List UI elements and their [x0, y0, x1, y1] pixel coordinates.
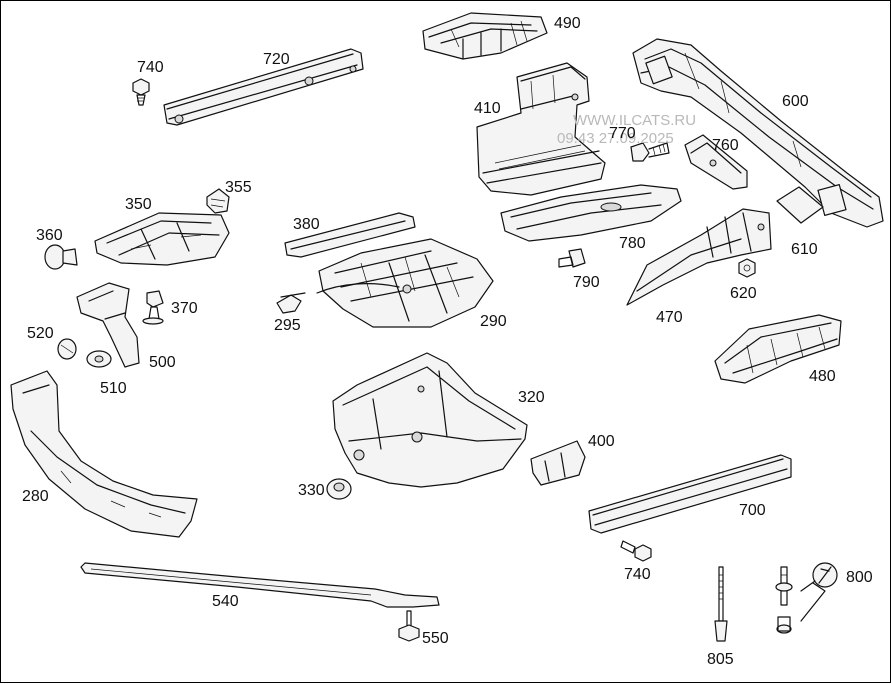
part-760-bracket[interactable] — [684, 134, 748, 190]
callout-740-top[interactable]: 740 — [137, 59, 164, 76]
part-380-strip[interactable] — [284, 212, 416, 258]
callout-470[interactable]: 470 — [656, 309, 683, 326]
callout-780[interactable]: 780 — [619, 235, 646, 252]
watermark-line1: WWW.ILCATS.RU — [573, 112, 697, 129]
part-480-bracket[interactable] — [714, 314, 842, 384]
part-355-clip[interactable] — [206, 188, 230, 214]
callout-380[interactable]: 380 — [293, 216, 320, 233]
callout-295[interactable]: 295 — [274, 317, 301, 334]
part-410-panel[interactable] — [476, 62, 606, 196]
watermark-line2: 09.43 27.09.2025 — [557, 130, 674, 147]
callout-700[interactable]: 700 — [739, 502, 766, 519]
part-720-rail[interactable] — [163, 48, 364, 126]
part-700-rail[interactable] — [588, 454, 792, 534]
callout-480[interactable]: 480 — [809, 368, 836, 385]
part-490-bracket[interactable] — [422, 12, 548, 60]
callout-600[interactable]: 600 — [782, 93, 809, 110]
callout-360[interactable]: 360 — [36, 227, 63, 244]
callout-490[interactable]: 490 — [554, 15, 581, 32]
part-500-bracket[interactable] — [76, 282, 140, 368]
wrench-icon — [800, 562, 838, 622]
callout-350[interactable]: 350 — [125, 196, 152, 213]
callout-320[interactable]: 320 — [518, 389, 545, 406]
callout-800[interactable]: 800 — [846, 569, 873, 586]
callout-500[interactable]: 500 — [149, 354, 176, 371]
arrow-295-290 — [316, 283, 400, 294]
part-330-plug[interactable] — [326, 478, 352, 500]
callout-550[interactable]: 550 — [422, 630, 449, 647]
part-805-stud[interactable] — [714, 566, 728, 642]
part-360-plug[interactable] — [44, 244, 78, 270]
callout-610[interactable]: 610 — [791, 241, 818, 258]
callout-540[interactable]: 540 — [212, 593, 239, 610]
part-790-bolt[interactable] — [558, 248, 586, 268]
part-320-floor-tray[interactable] — [332, 352, 528, 488]
callout-370[interactable]: 370 — [171, 300, 198, 317]
part-550-screw[interactable] — [398, 610, 420, 642]
callout-620[interactable]: 620 — [730, 285, 757, 302]
part-510-washer[interactable] — [86, 350, 112, 368]
callout-510[interactable]: 510 — [100, 380, 127, 397]
callout-740-bottom[interactable]: 740 — [624, 566, 651, 583]
part-290-floor-pan[interactable] — [318, 238, 494, 328]
part-540-strap[interactable] — [80, 562, 440, 608]
callout-720[interactable]: 720 — [263, 51, 290, 68]
part-610-plate[interactable] — [776, 186, 824, 224]
callout-400[interactable]: 400 — [588, 433, 615, 450]
part-620-nut[interactable] — [738, 258, 756, 278]
part-280-member[interactable] — [10, 370, 198, 538]
callout-760[interactable]: 760 — [712, 137, 739, 154]
callout-805[interactable]: 805 — [707, 651, 734, 668]
callout-280[interactable]: 280 — [22, 488, 49, 505]
part-740-screw-top[interactable] — [132, 78, 150, 106]
callout-790[interactable]: 790 — [573, 274, 600, 291]
part-780-member[interactable] — [500, 184, 682, 242]
part-295-clip[interactable] — [276, 292, 306, 314]
callout-770[interactable]: 770 — [609, 125, 636, 142]
callout-330[interactable]: 330 — [298, 482, 325, 499]
part-370-bolt[interactable] — [142, 290, 164, 325]
callout-410[interactable]: 410 — [474, 100, 501, 117]
part-520-clip[interactable] — [57, 338, 77, 360]
part-600-member[interactable] — [632, 38, 884, 228]
callout-355[interactable]: 355 — [225, 179, 252, 196]
part-740-screw-bottom[interactable] — [620, 540, 652, 562]
part-800-bolt-set[interactable] — [775, 566, 793, 634]
part-400-bracket[interactable] — [530, 440, 586, 486]
callout-290[interactable]: 290 — [480, 313, 507, 330]
part-350-bracket[interactable] — [94, 212, 230, 266]
callout-520[interactable]: 520 — [27, 325, 54, 342]
part-470-bracket[interactable] — [626, 208, 772, 306]
part-770-bolt[interactable] — [630, 142, 670, 162]
